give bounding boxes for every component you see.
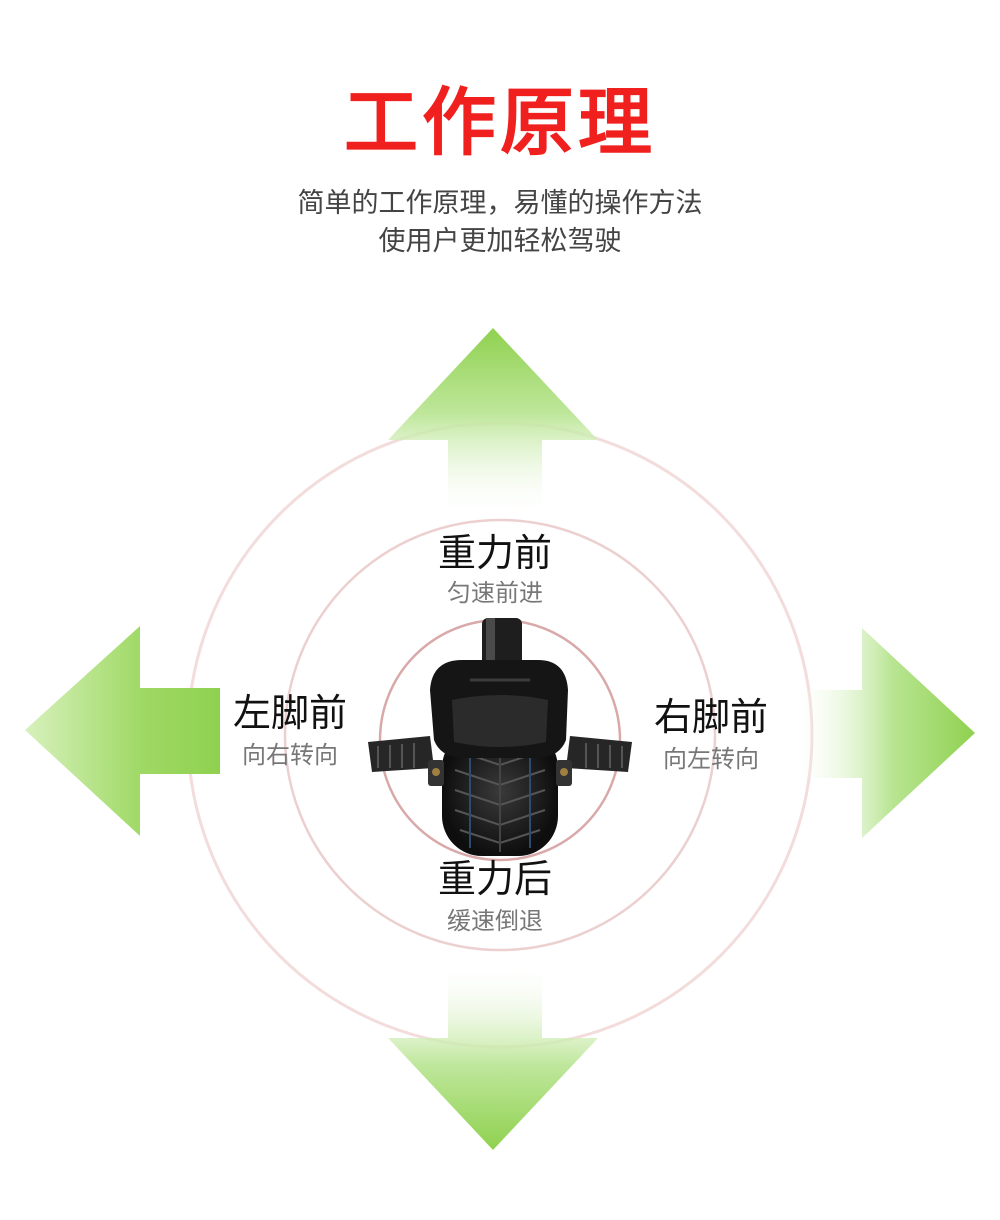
right-sublabel: 向左转向 bbox=[663, 745, 759, 773]
subtitle-line-2: 使用户更加轻松驾驶 bbox=[378, 226, 622, 257]
right-label: 右脚前 bbox=[653, 695, 768, 739]
left-sublabel: 向右转向 bbox=[242, 741, 338, 769]
arrow-up-icon bbox=[388, 328, 598, 520]
front-label: 重力前 bbox=[437, 531, 552, 575]
arrow-right-icon bbox=[790, 628, 975, 838]
unicycle-icon bbox=[368, 618, 632, 856]
back-sublabel: 缓速倒退 bbox=[447, 907, 543, 935]
arrow-down-icon bbox=[388, 960, 598, 1150]
left-label: 左脚前 bbox=[232, 691, 347, 735]
back-label: 重力后 bbox=[437, 857, 552, 901]
page-title: 工作原理 bbox=[344, 80, 656, 166]
arrow-left-icon bbox=[25, 626, 220, 836]
subtitle-line-1: 简单的工作原理，易懂的操作方法 bbox=[297, 188, 703, 219]
front-sublabel: 匀速前进 bbox=[447, 579, 543, 607]
